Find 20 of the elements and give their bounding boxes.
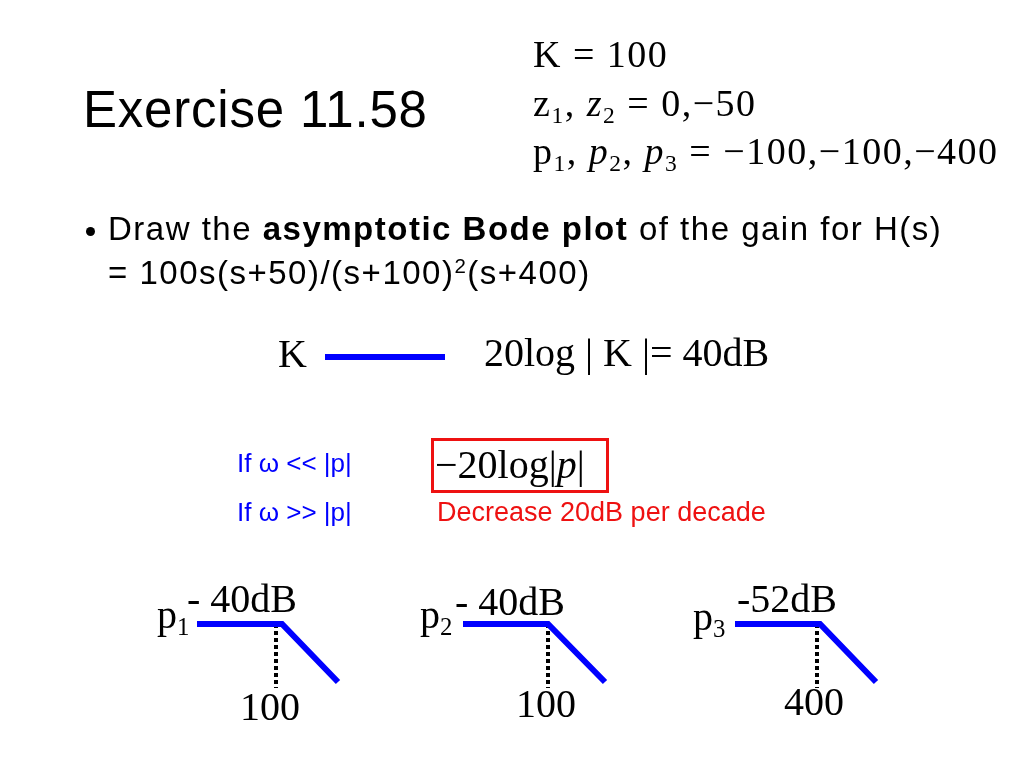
formula-box bbox=[431, 438, 609, 493]
formula-text: −20log|p| bbox=[435, 443, 585, 487]
corner-frequency: 100 bbox=[516, 681, 576, 727]
gain-value: - 40dB bbox=[455, 579, 565, 625]
instruction-text: Draw the asymptotic Bode plot of the gain for H(s) = 100s(s+50)/(s+100)$^{2}$(s+400) bbox=[108, 209, 944, 293]
gain-value: -52dB bbox=[737, 576, 837, 622]
pole-label: p$_{2}$ bbox=[420, 592, 453, 638]
parameter-equation: z$_{1}$, z$_{2}$ = 0,−50 bbox=[533, 82, 757, 126]
slide-title: Exercise 11.58 bbox=[83, 81, 428, 140]
condition-text: If ω << |p| bbox=[237, 449, 352, 479]
condition-text: If ω >> |p| bbox=[237, 498, 352, 528]
rule-text: Decrease 20dB per decade bbox=[437, 497, 766, 529]
pole-label: p$_{3}$ bbox=[693, 594, 726, 640]
gain-symbol: K bbox=[278, 331, 307, 377]
parameter-equation: K = 100 bbox=[533, 33, 669, 77]
parameter-equation: p$_{1}$, p$_{2}$, p$_{3}$ = −100,−100,−400 bbox=[533, 130, 999, 174]
corner-frequency: 400 bbox=[784, 679, 844, 725]
corner-frequency: 100 bbox=[240, 684, 300, 730]
gain-value: - 40dB bbox=[187, 576, 297, 621]
gain-formula: 20log | K |= 40dB bbox=[484, 330, 770, 376]
